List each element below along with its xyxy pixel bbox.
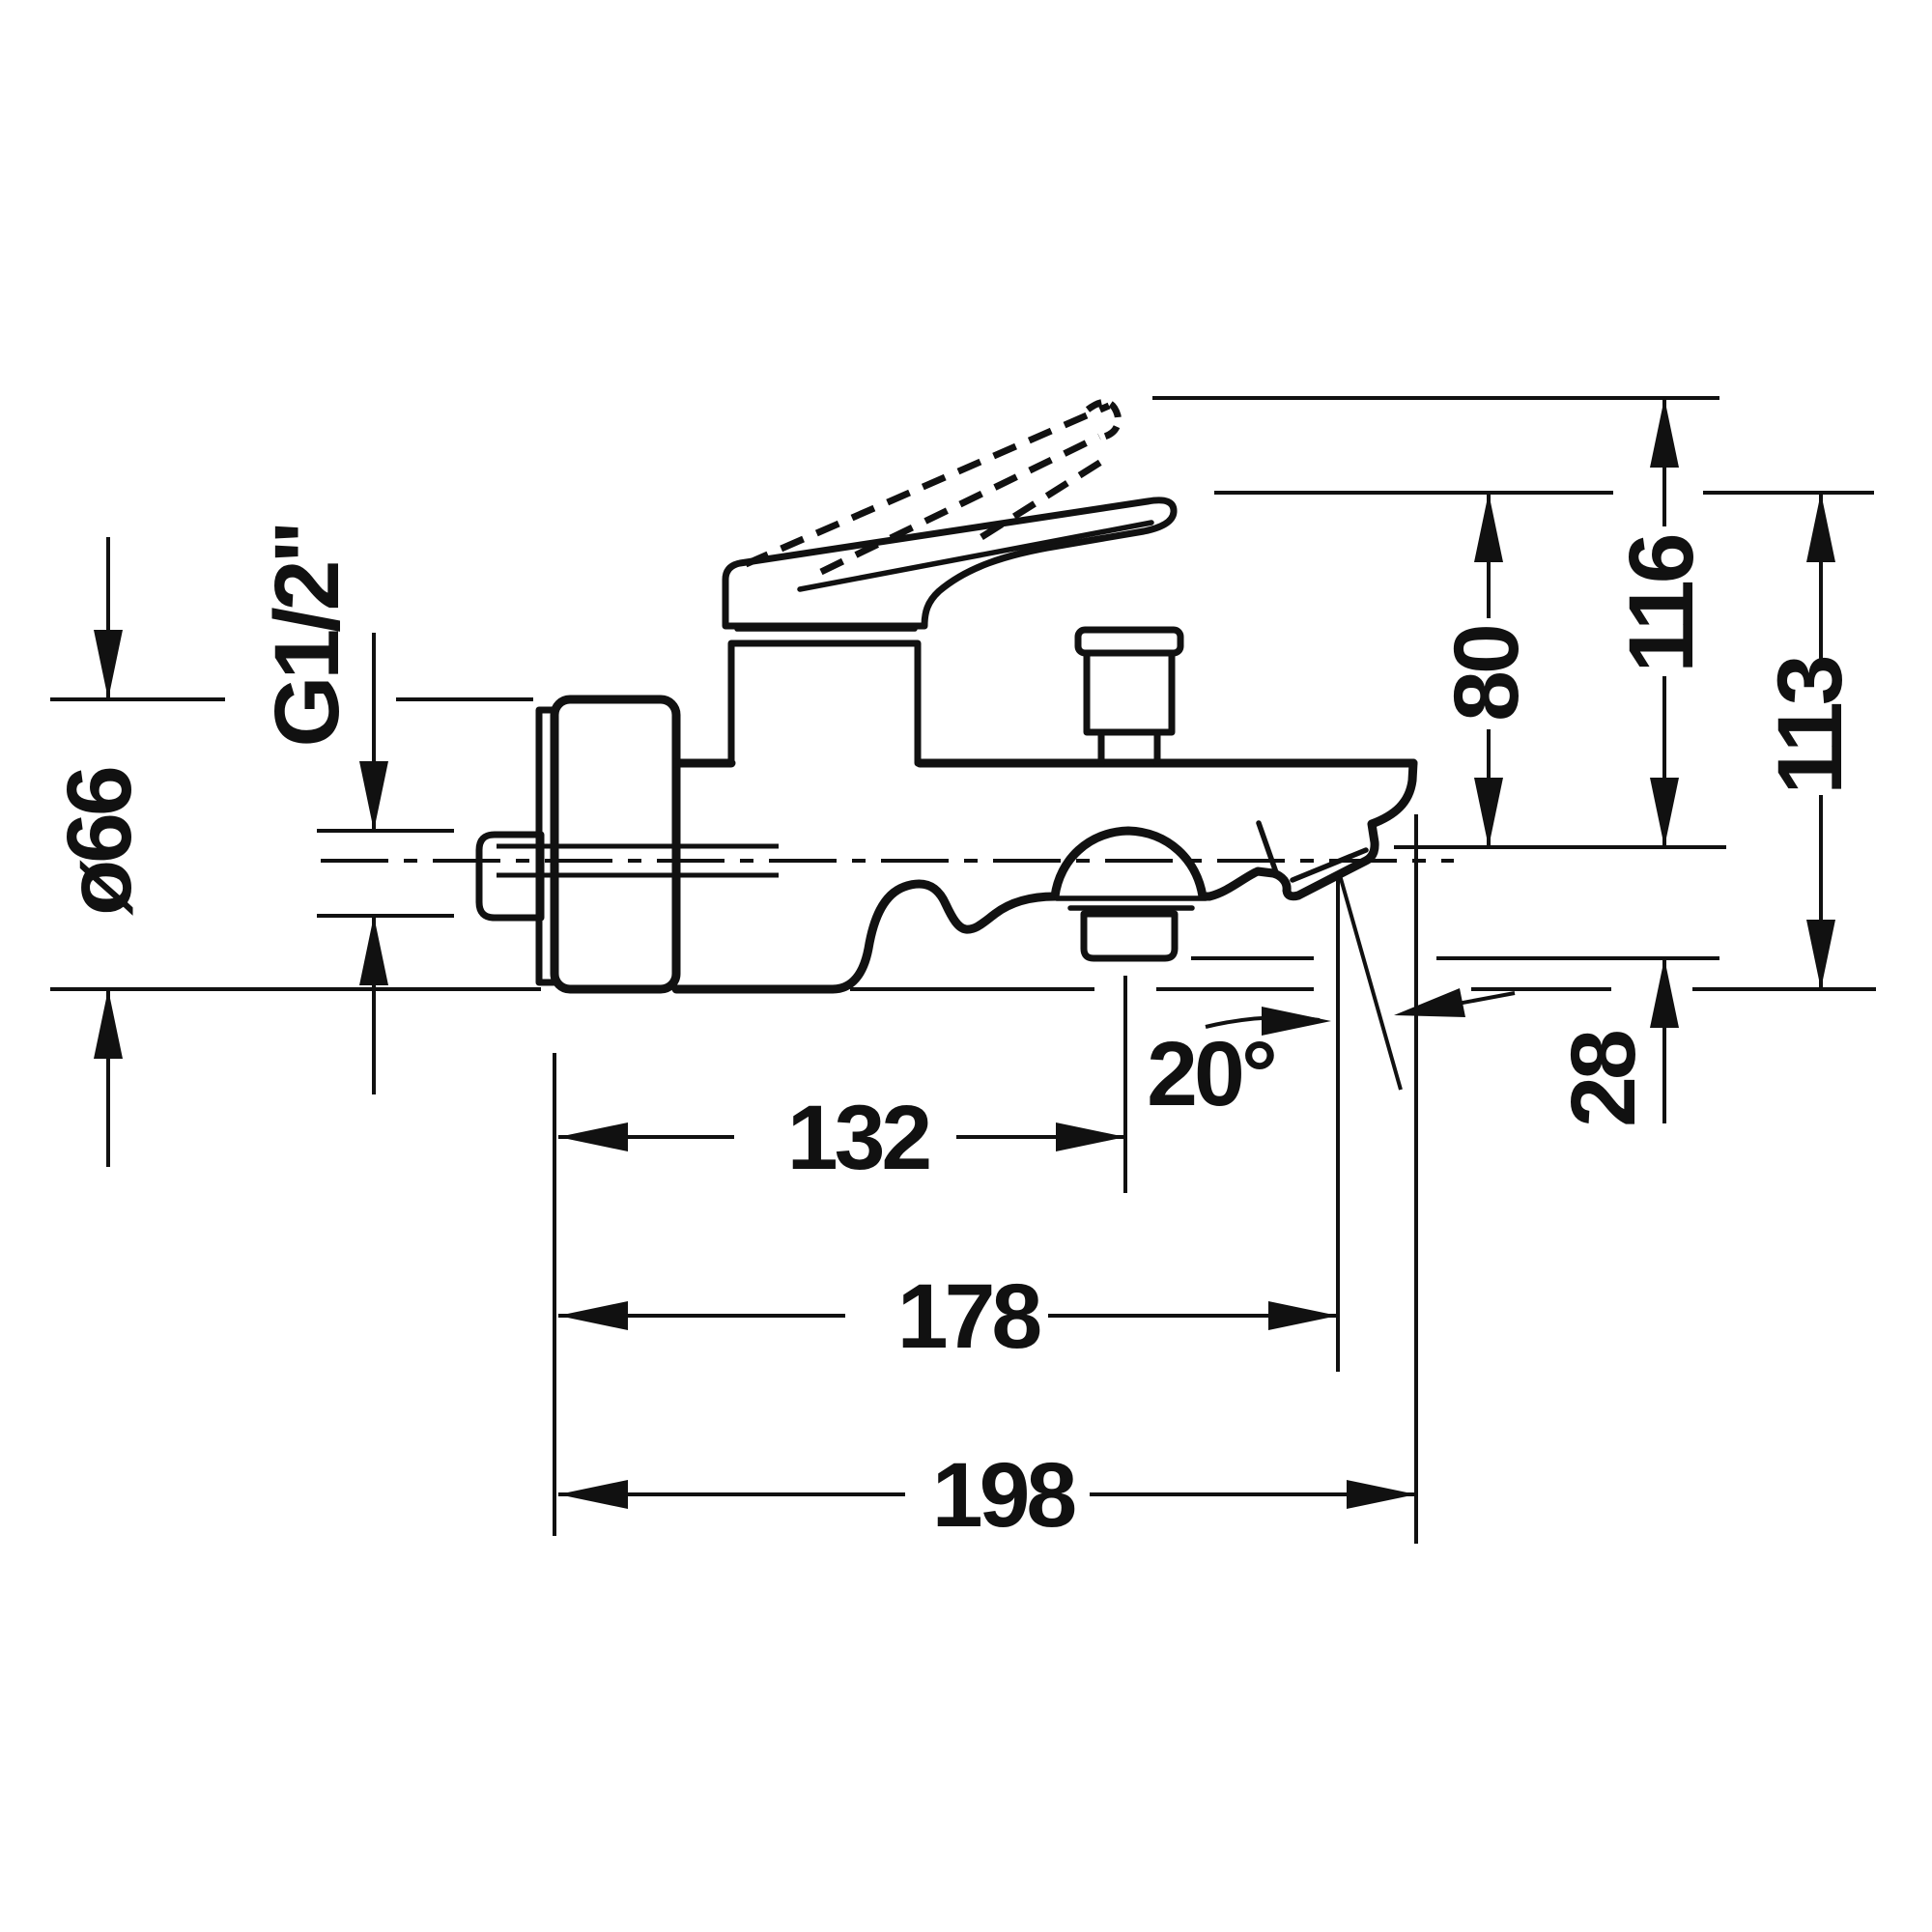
faucet-assembly bbox=[321, 398, 1454, 994]
arrowhead-right bbox=[1347, 1480, 1416, 1509]
spray-angle-tilted-leg bbox=[1338, 874, 1403, 1091]
arrowhead-down bbox=[1650, 778, 1679, 847]
handshower-outlet bbox=[1054, 895, 1208, 962]
arrowhead-down bbox=[1806, 920, 1835, 989]
dim-label-height-116: 116 bbox=[1610, 535, 1713, 672]
dimension-depth-132: 132 bbox=[558, 1087, 1125, 1189]
body-underside-and-spout bbox=[671, 758, 1418, 994]
aerator-face-line bbox=[1290, 847, 1369, 883]
diverter-knob bbox=[1074, 626, 1184, 767]
dimension-height-80: 80 bbox=[1435, 493, 1538, 847]
arrowhead-right bbox=[1262, 1007, 1331, 1036]
arrowhead-left bbox=[558, 1122, 628, 1151]
spout-nozzle-back-edge bbox=[1256, 820, 1280, 878]
cartridge-body bbox=[727, 639, 922, 767]
dimension-spray-angle: 20° bbox=[1147, 988, 1516, 1125]
arrowhead-up bbox=[1806, 493, 1835, 562]
lever-handle bbox=[722, 497, 1178, 630]
dim-label-depth-198: 198 bbox=[932, 1444, 1075, 1547]
dim-label-height-80: 80 bbox=[1435, 627, 1538, 722]
arrowhead-right bbox=[1268, 1301, 1338, 1330]
open-handle-dashed-line-3 bbox=[980, 459, 1103, 540]
dimension-height-116: 116 bbox=[1610, 398, 1713, 847]
dim-label-depth-132: 132 bbox=[787, 1087, 930, 1189]
arrowhead-left bbox=[558, 1480, 628, 1509]
arrowhead-up bbox=[359, 916, 388, 985]
dimension-height-113: 113 bbox=[1759, 493, 1861, 989]
arrowhead-left bbox=[558, 1301, 628, 1330]
arrowhead-down bbox=[94, 630, 123, 699]
dimension-flange-diameter: ø66 bbox=[48, 537, 151, 1167]
extension-lines bbox=[553, 814, 1418, 1544]
dim-label-outlet-drop-28: 28 bbox=[1552, 1032, 1655, 1127]
arrowhead-up bbox=[94, 989, 123, 1059]
arrowhead-up bbox=[1650, 958, 1679, 1028]
supply-nipple bbox=[475, 831, 545, 922]
arrowhead-down bbox=[359, 761, 388, 831]
arrowhead-up bbox=[1474, 493, 1503, 562]
dimension-outlet-drop-28: 28 bbox=[1552, 958, 1679, 1127]
dim-label-depth-178: 178 bbox=[897, 1265, 1040, 1368]
arrowhead-right bbox=[1056, 1122, 1125, 1151]
dimension-depth-178: 178 bbox=[558, 1265, 1338, 1368]
open-handle-dashed-tip bbox=[1085, 398, 1122, 441]
dim-label-spray-angle: 20° bbox=[1147, 1023, 1274, 1125]
diverter-cap bbox=[1074, 626, 1184, 657]
arrowhead-left bbox=[1394, 988, 1465, 1017]
diverter-stem bbox=[1097, 728, 1161, 767]
open-handle-dashed-line-1 bbox=[744, 402, 1111, 568]
lever-handle-open-position bbox=[744, 398, 1122, 576]
dim-label-thread-size: G1/2" bbox=[256, 525, 358, 748]
arrowhead-down bbox=[1474, 778, 1503, 847]
dimension-thread-size: G1/2" bbox=[256, 525, 388, 1094]
open-handle-dashed-line-2 bbox=[819, 433, 1101, 576]
arrowhead-up bbox=[1650, 398, 1679, 468]
dim-label-flange-diameter: ø66 bbox=[48, 768, 151, 916]
lever-handle-top-inner-line bbox=[797, 520, 1154, 592]
diverter-body bbox=[1083, 649, 1176, 736]
dim-label-height-113: 113 bbox=[1759, 657, 1861, 794]
dimension-depth-198: 198 bbox=[558, 1444, 1416, 1547]
outlet-connector-block bbox=[1080, 910, 1179, 962]
wall-flange bbox=[550, 695, 681, 994]
reference-lines bbox=[50, 396, 1876, 991]
